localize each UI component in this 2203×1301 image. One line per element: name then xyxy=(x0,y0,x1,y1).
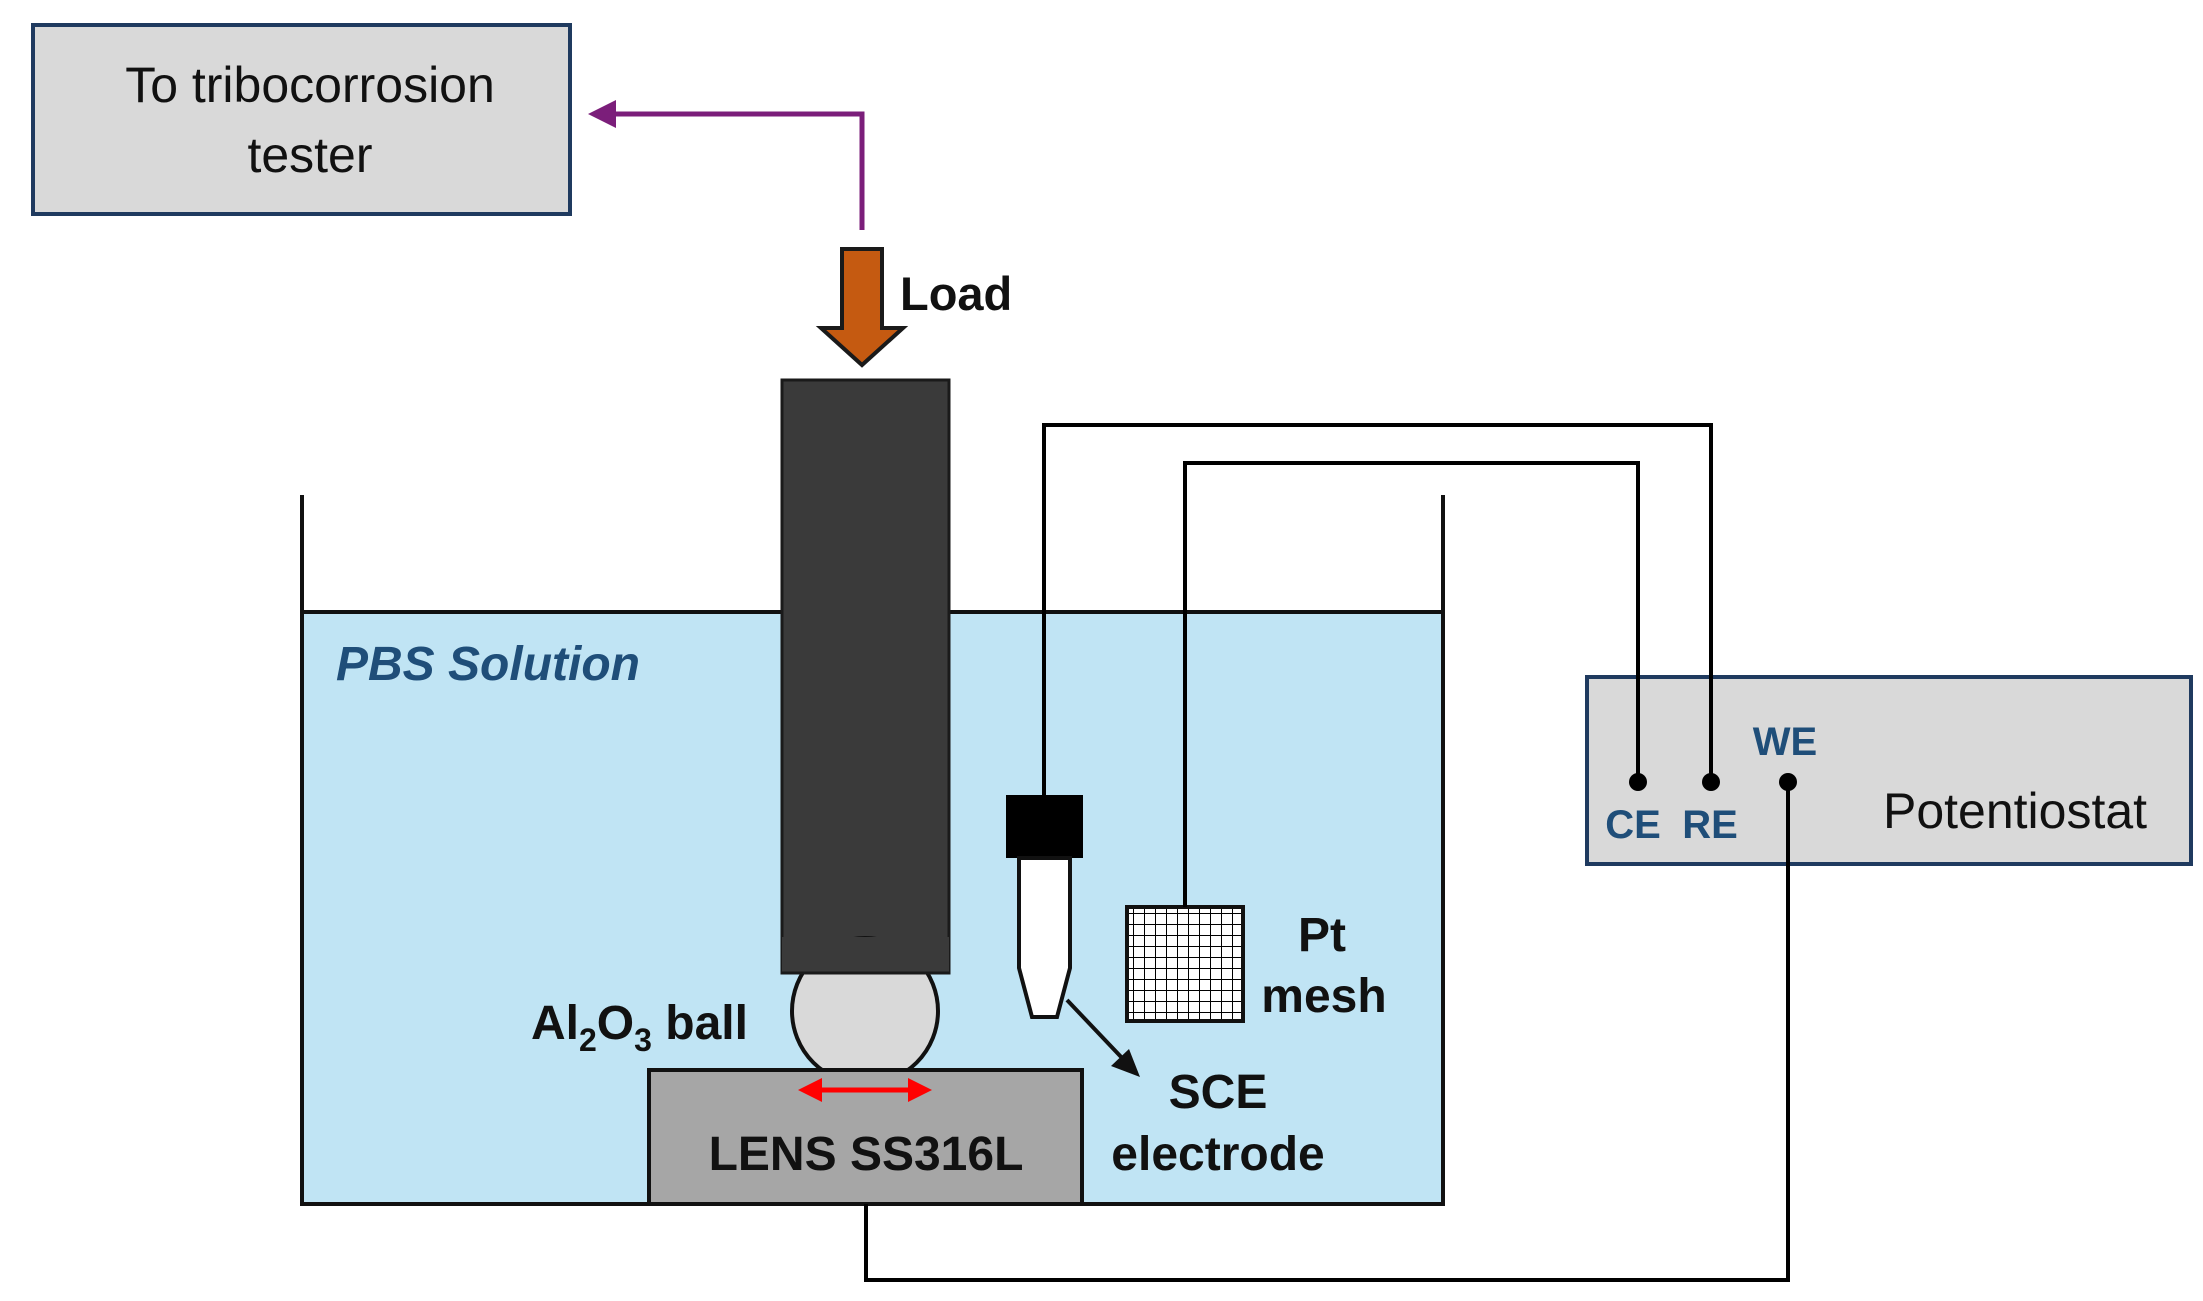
tester-label-line2: tester xyxy=(247,127,372,183)
wire-sample-to-we xyxy=(864,782,1790,1282)
sce-label-line2: electrode xyxy=(1111,1128,1324,1181)
load-arrow xyxy=(815,247,909,368)
tribocorrosion-tester-box: To tribocorrosion tester xyxy=(31,23,572,216)
wire-sce-to-re xyxy=(1042,423,1713,795)
sample-label: LENS SS316L xyxy=(709,1128,1024,1181)
tester-link-arrowhead xyxy=(588,100,616,128)
sce-electrode xyxy=(1006,795,1083,1019)
pt-mesh-label-line2: mesh xyxy=(1261,970,1386,1023)
ball-label: Al2O3 ball xyxy=(531,997,748,1058)
ball-label-word: ball xyxy=(652,997,748,1050)
rod-lower-cover xyxy=(782,937,949,973)
potentiostat-label: Potentiostat xyxy=(1883,783,2147,839)
pt-mesh-electrode xyxy=(1125,905,1245,1023)
tester-link-arrow xyxy=(588,100,865,230)
sce-pointer-arrow xyxy=(1065,998,1140,1077)
terminal-we-dot xyxy=(1779,773,1797,791)
wiring xyxy=(864,423,1790,1282)
ball-label-o: O xyxy=(597,997,634,1050)
terminal-re-dot xyxy=(1702,773,1720,791)
pbs-solution-label: PBS Solution xyxy=(336,638,640,691)
sce-electrode-cap xyxy=(1006,795,1083,858)
terminal-ce-dot xyxy=(1629,773,1647,791)
ball-label-sub3: 3 xyxy=(634,1022,652,1058)
terminal-re-label: RE xyxy=(1682,803,1738,847)
sce-label-line1: SCE xyxy=(1169,1066,1268,1119)
load-label: Load xyxy=(900,267,1012,320)
wire-pt-to-ce xyxy=(1183,461,1640,907)
terminal-we-label: WE xyxy=(1753,720,1817,764)
potentiostat-box: Potentiostat CE RE WE xyxy=(1585,675,2193,866)
sce-electrode-tube xyxy=(1017,856,1072,1019)
ball-label-al: Al xyxy=(531,997,579,1050)
ball-holder-rod xyxy=(780,378,951,975)
tester-label-line1: To tribocorrosion xyxy=(125,57,495,113)
terminal-ce-label: CE xyxy=(1605,803,1661,847)
pt-mesh-label-line1: Pt xyxy=(1298,909,1346,962)
sliding-motion-arrow xyxy=(798,1078,932,1102)
ball-label-sub2: 2 xyxy=(579,1022,597,1058)
